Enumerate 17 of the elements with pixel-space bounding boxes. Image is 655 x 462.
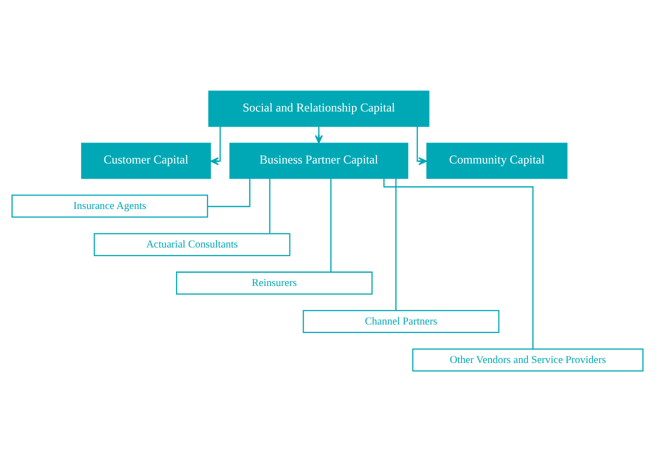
arrow: [210, 126, 221, 166]
node-box: Customer Capital: [81, 142, 211, 179]
connector: [395, 178, 397, 311]
connector: [383, 178, 534, 349]
node-box: Business Partner Capital: [229, 142, 408, 179]
node-box: Community Capital: [426, 142, 568, 179]
node-box: Other Vendors and Service Providers: [412, 348, 644, 372]
node-box: Social and Relationship Capital: [208, 90, 430, 127]
node-box: Reinsurers: [176, 272, 373, 295]
connector: [269, 178, 270, 234]
node-box: Actuarial Consultants: [94, 233, 290, 256]
connector: [208, 178, 250, 208]
arrow: [314, 126, 323, 144]
node-box: Channel Partners: [302, 310, 500, 334]
arrow: [416, 126, 428, 166]
connector: [330, 178, 332, 272]
node-box: Insurance Agents: [12, 194, 208, 218]
